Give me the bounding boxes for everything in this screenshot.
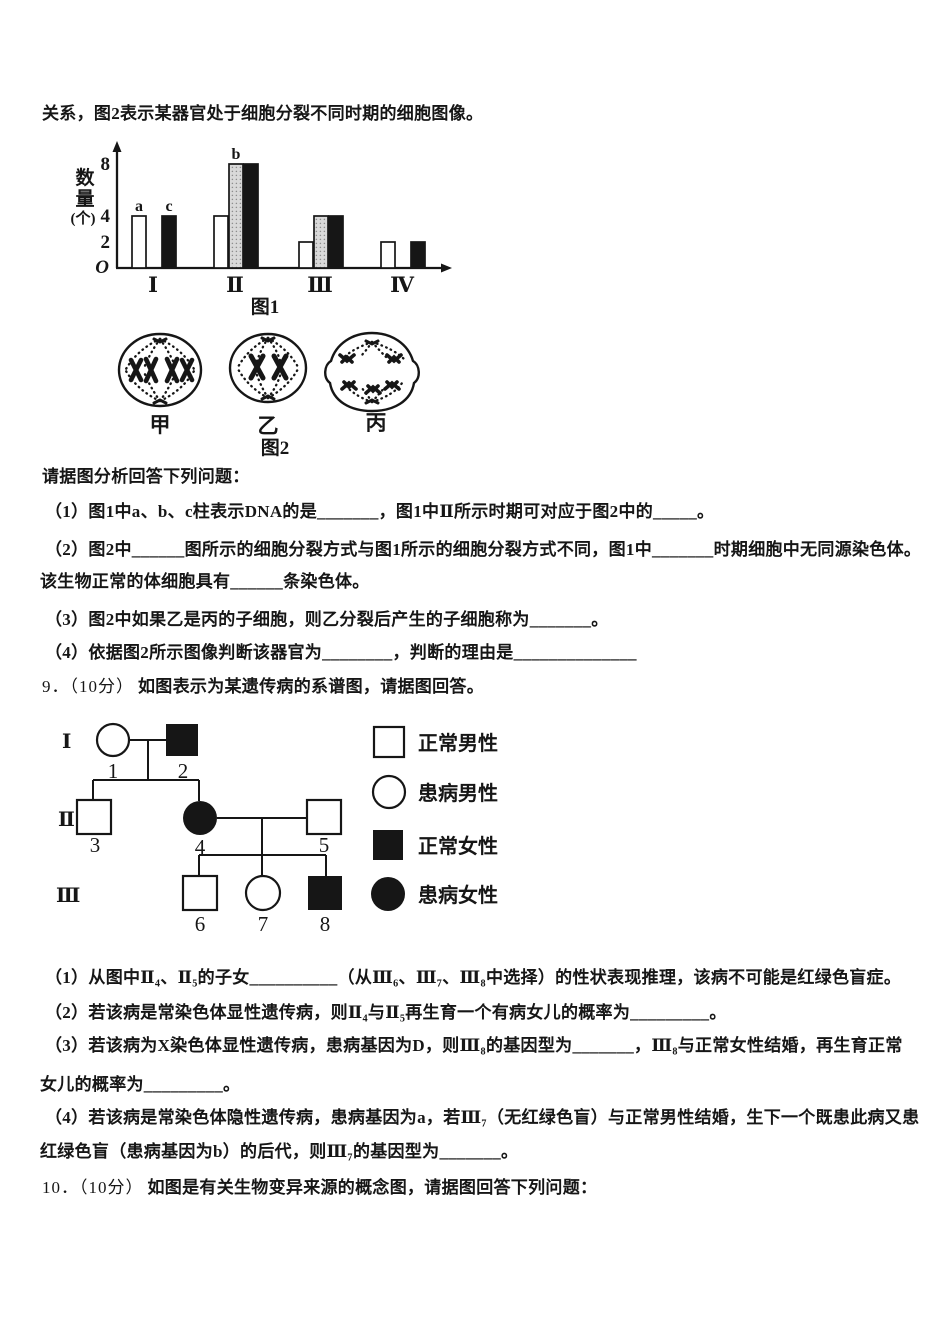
q9-item-1: （1）从图中Ⅱ₄、Ⅱ₅的子女__________（从Ⅲ₆、Ⅲ₇、Ⅲ₈中选择）的性… bbox=[45, 968, 902, 987]
y-tick-label: 8 bbox=[101, 154, 111, 175]
bar-Ⅳ-white bbox=[380, 241, 396, 269]
y-tick-label: 2 bbox=[101, 232, 111, 253]
member-4-number: 4 bbox=[195, 835, 206, 859]
legend-black-square-icon bbox=[373, 830, 403, 860]
member-7-number: 7 bbox=[258, 912, 269, 936]
generation-label-2: Ⅱ bbox=[58, 809, 75, 831]
pedigree-lines bbox=[92, 739, 327, 876]
y-axis-label: 数 bbox=[75, 166, 95, 189]
member-4-black-circle bbox=[183, 801, 217, 835]
x-axis-arrow-icon bbox=[441, 263, 452, 273]
pedigree-diagram: Ⅰ Ⅱ Ⅲ 1 2 3 4 5 6 bbox=[56, 722, 498, 936]
bar-Ⅱ-black bbox=[243, 163, 259, 269]
member-6-number: 6 bbox=[195, 912, 206, 936]
figure2-cell-diagrams: 甲 乙 bbox=[117, 331, 420, 459]
chromosomes bbox=[338, 353, 403, 395]
member-1-white-circle bbox=[95, 722, 131, 758]
member-7-white-circle bbox=[244, 874, 282, 912]
cell-jia: 甲 bbox=[117, 332, 203, 437]
intro-line: 关系，图2表示某器官处于细胞分裂不同时期的细胞图像。 bbox=[42, 104, 484, 123]
member-6-white-square bbox=[181, 874, 219, 912]
bar-Ⅰ-black bbox=[161, 215, 177, 269]
y-tick-label: 4 bbox=[101, 206, 111, 227]
q8-item-3: （3）图2中如果乙是丙的子细胞，则乙分裂后产生的子细胞称为_______。 bbox=[45, 610, 609, 629]
q9-item-2: （2）若该病是常染色体显性遗传病，则Ⅱ₄与Ⅱ₅再生育一个有病女儿的概率为____… bbox=[45, 1003, 727, 1022]
member-3-white-square bbox=[75, 798, 113, 836]
member-5-number: 5 bbox=[319, 833, 330, 857]
figure1-caption: 图1 bbox=[251, 296, 280, 318]
bar-Ⅲ-white bbox=[298, 241, 314, 269]
chromosomes bbox=[128, 356, 195, 384]
q8-prompt: 请据图分析回答下列问题： bbox=[42, 467, 250, 486]
bar-Ⅱ-white bbox=[213, 215, 229, 269]
q10-number: 10．（10分） bbox=[42, 1178, 144, 1197]
legend-white-circle-icon bbox=[371, 774, 407, 810]
bar-label-a: a bbox=[135, 198, 143, 215]
member-2-number: 2 bbox=[178, 759, 189, 783]
bar-label-b: b bbox=[232, 146, 241, 163]
x-category-label: Ⅳ bbox=[390, 273, 415, 297]
spindle-pole-icon bbox=[152, 337, 168, 405]
q8-item-2-cont: 该生物正常的体细胞具有______条染色体。 bbox=[40, 572, 370, 591]
q9-item-3: （3）若该病为X染色体显性遗传病，患病基因为D，则Ⅲ₈的基因型为_______，… bbox=[45, 1036, 903, 1055]
cell-yi-membrane bbox=[228, 332, 308, 404]
x-category-label: Ⅱ bbox=[226, 273, 244, 297]
legend-label-affected-female: 患病女性 bbox=[418, 883, 498, 907]
pedigree-legend: 正常男性 患病男性 正常女性 患病女性 bbox=[371, 725, 498, 911]
y-axis-label: (个) bbox=[71, 209, 96, 227]
legend-label-normal-female: 正常女性 bbox=[418, 834, 498, 858]
bar-label-c: c bbox=[165, 198, 172, 215]
x-category-label: Ⅲ bbox=[307, 273, 333, 297]
member-8-black-square bbox=[308, 876, 342, 910]
member-1-number: 1 bbox=[108, 759, 119, 783]
cell-bing-label: 丙 bbox=[366, 411, 387, 435]
figure1-bar-chart: 数量(个) 8 4 2Oa c bⅠ Ⅱ Ⅲ Ⅳ 图1 bbox=[71, 141, 452, 318]
origin-label: O bbox=[95, 257, 109, 278]
q8-item-2: （2）图2中______图所示的细胞分裂方式与图1所示的细胞分裂方式不同，图1中… bbox=[45, 540, 922, 559]
member-2-black-square bbox=[166, 724, 198, 756]
cell-bing: 丙 bbox=[324, 331, 420, 435]
q10-heading-text: 如图是有关生物变异来源的概念图，请据图回答下列问题： bbox=[147, 1178, 598, 1197]
legend-black-circle-icon bbox=[371, 877, 405, 911]
q10-heading: 10．（10分）如图是有关生物变异来源的概念图，请据图回答下列问题： bbox=[42, 1177, 597, 1199]
cell-jia-membrane bbox=[117, 332, 203, 408]
legend-white-square-icon bbox=[372, 725, 406, 759]
spindle-fibers bbox=[236, 336, 300, 400]
cell-bing-membrane bbox=[324, 331, 420, 413]
bar-Ⅰ-white bbox=[131, 215, 147, 269]
member-8-number: 8 bbox=[320, 912, 331, 936]
spindle-pole-icon bbox=[260, 336, 276, 401]
x-category-label: Ⅰ bbox=[148, 273, 158, 297]
bar-Ⅳ-black bbox=[410, 241, 426, 269]
q9-item-3-cont: 女儿的概率为_________。 bbox=[40, 1075, 241, 1094]
legend-label-affected-male: 患病男性 bbox=[418, 781, 498, 805]
y-axis-label: 量 bbox=[75, 188, 94, 210]
q8-item-1: （1）图1中a、b、c柱表示DNA的是_______，图1中Ⅱ所示时期可对应于图… bbox=[45, 502, 715, 521]
q8-item-4: （4）依据图2所示图像判断该器官为________，判断的理由是________… bbox=[45, 643, 637, 662]
member-3-number: 3 bbox=[90, 833, 101, 857]
member-5-white-square bbox=[305, 798, 343, 836]
y-axis-arrow-icon bbox=[112, 141, 122, 152]
q9-item-4: （4）若该病是常染色体隐性遗传病，患病基因为a，若Ⅲ₇（无红绿色盲）与正常男性结… bbox=[45, 1108, 920, 1127]
q9-heading: 9．（10分）如图表示为某遗传病的系谱图，请据图回答。 bbox=[42, 676, 484, 698]
cell-yi-label: 乙 bbox=[258, 414, 279, 438]
bar-Ⅱ-gray bbox=[228, 163, 244, 269]
legend-label-normal-male: 正常男性 bbox=[418, 732, 498, 755]
cell-yi: 乙 bbox=[228, 332, 308, 438]
q9-number: 9．（10分） bbox=[42, 677, 134, 696]
bar-Ⅲ-black bbox=[328, 215, 344, 269]
chromosomes bbox=[248, 353, 289, 381]
bar-Ⅲ-gray bbox=[313, 215, 329, 269]
spindle-pole-icon bbox=[364, 339, 380, 405]
q9-heading-text: 如图表示为某遗传病的系谱图，请据图回答。 bbox=[138, 677, 484, 696]
figure2-caption: 图2 bbox=[261, 437, 290, 459]
generation-label-1: Ⅰ bbox=[62, 731, 71, 753]
q9-item-4-cont: 红绿色盲（患病基因为b）的后代，则Ⅲ₇的基因型为_______。 bbox=[40, 1142, 519, 1161]
generation-label-3: Ⅲ bbox=[56, 885, 80, 907]
cell-jia-label: 甲 bbox=[150, 413, 171, 437]
